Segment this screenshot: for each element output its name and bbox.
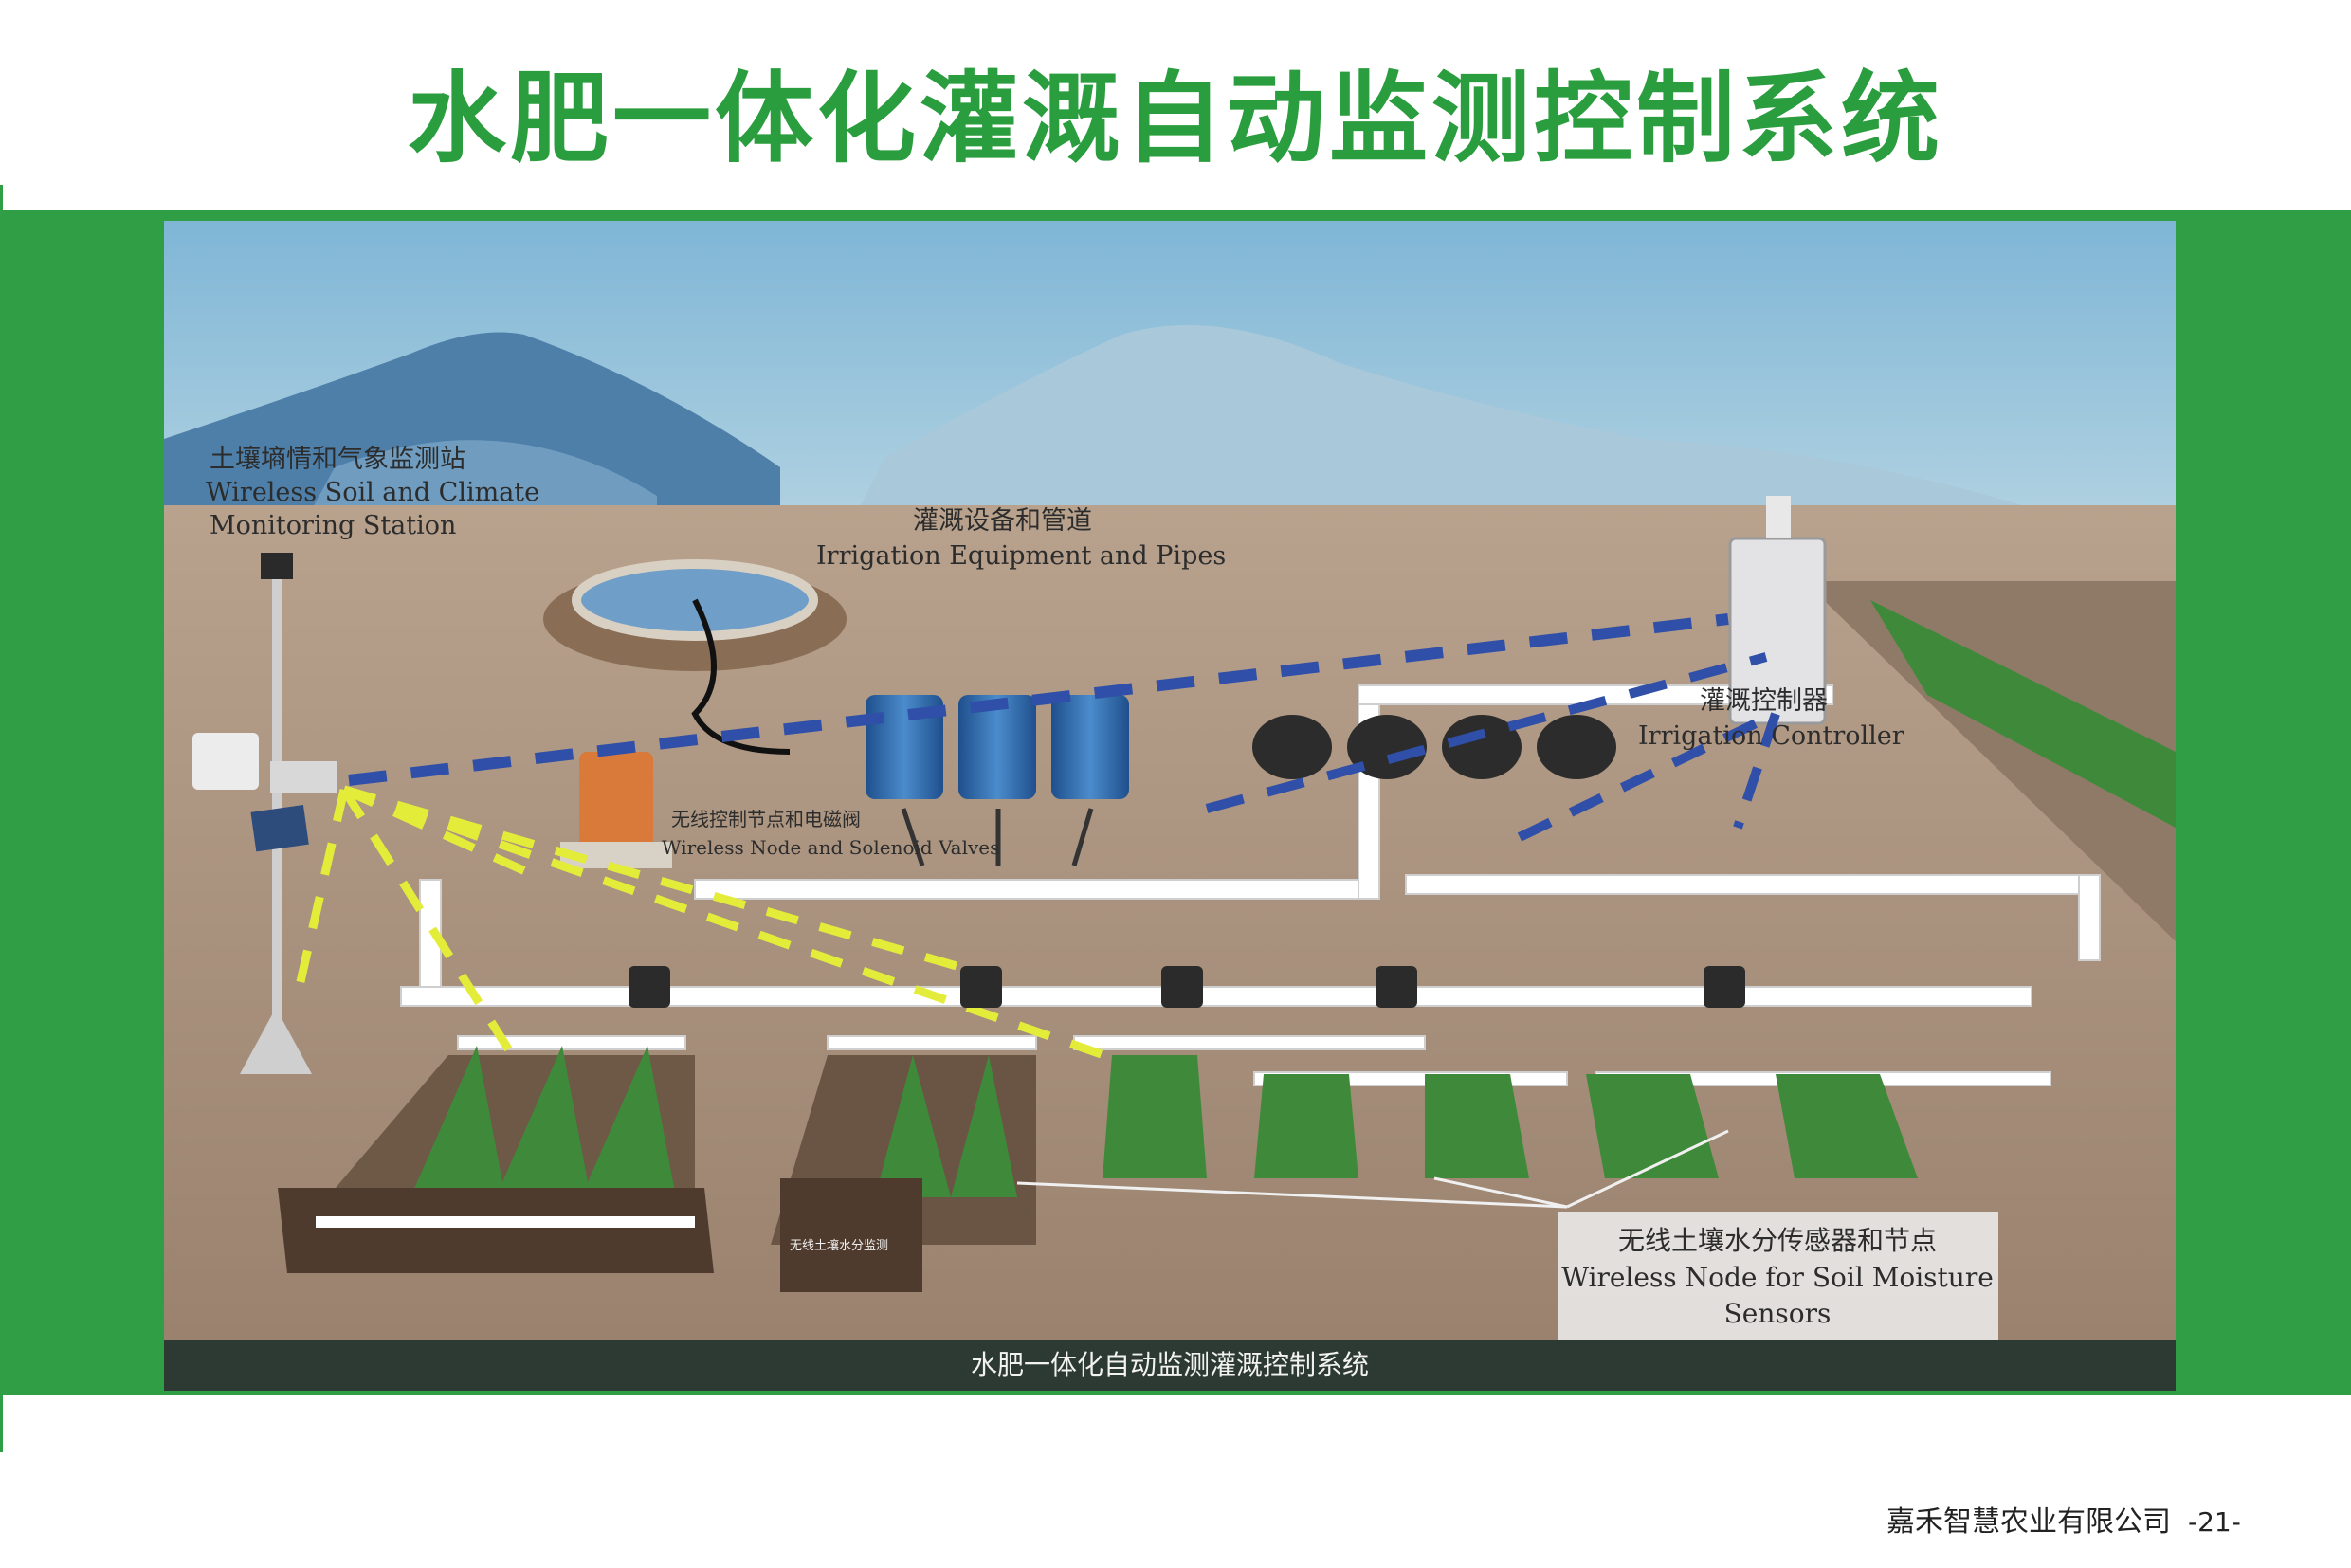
buried-pipe (316, 1216, 695, 1228)
yellow-link-4 (340, 787, 528, 1077)
sand-filters (1252, 715, 1616, 779)
irrigation-system-illustration: 无线土壤水分监测 土壤墒情和气象监测站 Wireless Soil and Cl… (164, 221, 2176, 1391)
wireless-link-controller-filters (1205, 652, 1768, 813)
sand-filter-2 (1347, 715, 1427, 779)
equipment-label-en: Irrigation Equipment and Pipes (816, 541, 1226, 571)
crop-rows (410, 600, 2176, 1197)
left-margin-tick-lower (0, 1395, 3, 1452)
sensors-label-box (1558, 1212, 1998, 1349)
main-pipes (400, 684, 2101, 1086)
wireless-links-field (292, 785, 1133, 1077)
underground-section (278, 1188, 714, 1273)
equipment-label-cn: 灌溉设备和管道 (913, 506, 1092, 536)
fertilizer-tank-2 (958, 695, 1036, 799)
fertilizer-tanks (866, 695, 1129, 799)
callout-line-2 (1016, 1181, 1568, 1209)
station-solar-panel (250, 805, 309, 852)
tank-feed-lines (901, 808, 1094, 866)
sensors-label-en-1: Wireless Node for Soil Moisture (1561, 1262, 1994, 1293)
soil-probe-label: 无线土壤水分监测 (790, 1238, 888, 1253)
valves-label-cn: 无线控制节点和电磁阀 (671, 808, 861, 830)
solenoid-valve-3 (1161, 966, 1203, 1008)
station-rain-gauge (192, 733, 259, 790)
footer-company: 嘉禾智慧农业有限公司 (1886, 1505, 2171, 1539)
shrub-row-2 (1254, 1074, 1358, 1178)
lateral-3 (1073, 1035, 1426, 1050)
soil-probe-section (780, 1178, 922, 1292)
station-tripod (240, 1008, 312, 1074)
lateral-2 (827, 1035, 1037, 1050)
corn-row-4 (875, 1055, 951, 1197)
weather-station (192, 553, 337, 1074)
caption-text: 水肥一体化自动监测灌溉控制系统 (971, 1349, 1369, 1380)
station-datalogger (270, 761, 337, 793)
controller-label-cn: 灌溉控制器 (1700, 686, 1828, 716)
sand-filter-1 (1252, 715, 1332, 779)
sand-filter-3 (1442, 715, 1522, 779)
station-label-en-1: Wireless Soil and Climate (206, 478, 539, 507)
lateral-1 (457, 1035, 686, 1050)
valve-manifold-pipe (400, 986, 2032, 1007)
solenoid-valve-4 (1376, 966, 1417, 1008)
valves-label-en: Wireless Node and Solenoid Valves (662, 836, 999, 859)
yellow-link-1 (342, 785, 536, 880)
solenoid-valve-2 (960, 966, 1002, 1008)
station-anemometer (261, 553, 293, 579)
station-mast (272, 562, 282, 1036)
wireless-link-controller-valves (1517, 709, 1780, 842)
page-footer: 嘉禾智慧农业有限公司 -21- (1886, 1498, 2241, 1540)
fertilizer-tank-1 (866, 695, 943, 799)
station-label-cn: 土壤墒情和气象监测站 (210, 445, 465, 474)
filter-tower (579, 752, 653, 847)
corn-row-3 (581, 1046, 676, 1197)
corn-row-5 (951, 1055, 1017, 1197)
fertilizer-tank-3 (1051, 695, 1129, 799)
ground-shadow-right (1804, 581, 2176, 941)
yellow-link-5 (292, 789, 349, 999)
background-crop-field (1870, 600, 2176, 828)
main-pipe-upper (694, 879, 1378, 900)
callout-line-3 (1566, 1129, 1729, 1209)
footer-page-number: -21- (2188, 1506, 2241, 1538)
solenoid-valves (629, 966, 1745, 1008)
shrub-row-5 (1776, 1074, 1918, 1178)
page-title: 水肥一体化灌溉自动监测控制系统 (407, 61, 1943, 176)
diagram-panel: 无线土壤水分监测 土壤墒情和气象监测站 Wireless Soil and Cl… (164, 221, 2176, 1391)
sensor-callout-lines (1016, 1129, 1729, 1209)
distribution-drop (2078, 874, 2101, 961)
callout-line-1 (1433, 1176, 1568, 1209)
yellow-link-3 (342, 785, 1133, 1069)
reservoir-hose (691, 598, 791, 755)
left-margin-tick (0, 185, 3, 213)
caption-bar (164, 1340, 2176, 1391)
shrub-row-1 (1103, 1055, 1207, 1178)
distribution-pipe-right (1405, 874, 2099, 895)
solenoid-valve-1 (629, 966, 670, 1008)
sensors-label-en-2: Sensors (1724, 1298, 1832, 1329)
corn-row-2 (496, 1046, 591, 1197)
controller-label-en: Irrigation Controller (1638, 721, 1904, 751)
sand-filter-4 (1537, 715, 1616, 779)
controller-antenna-box (1766, 496, 1791, 538)
solenoid-valve-5 (1704, 966, 1745, 1008)
sensors-label-cn: 无线土壤水分传感器和节点 (1618, 1225, 1937, 1256)
wireless-link-station-controller (348, 613, 1729, 786)
station-label-en-2: Monitoring Station (210, 511, 456, 540)
shrub-row-3 (1425, 1074, 1529, 1178)
corn-row-1 (410, 1046, 505, 1197)
